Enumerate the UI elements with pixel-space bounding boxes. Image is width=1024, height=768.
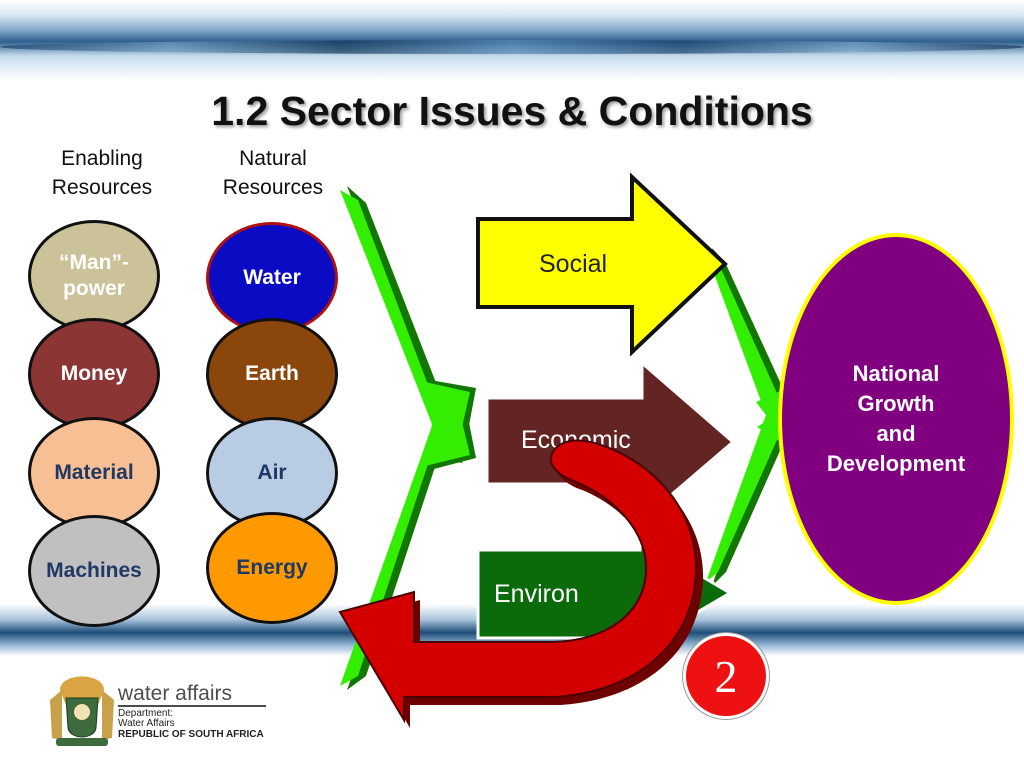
sector-label-social: Social [539, 250, 608, 278]
footer-department-label: Department: [118, 708, 174, 719]
coat-of-arms-icon [50, 676, 114, 746]
resource-money: Money [28, 318, 160, 430]
water-banner-top [0, 0, 1024, 80]
sector-label-environ: Environ [494, 580, 579, 608]
footer-department-name: Water Affairs [118, 718, 175, 729]
footer-divider [118, 705, 266, 707]
sector-arrow-social [476, 172, 728, 357]
footer-country: REPUBLIC OF SOUTH AFRICA [118, 729, 264, 740]
national-growth-outcome: National Growth and Development [778, 233, 1014, 605]
enabling-resources-heading: Enabling Resources [51, 147, 153, 199]
resource-energy: Energy [206, 512, 338, 624]
resource-machines: Machines [28, 515, 160, 627]
resource-water: Water [206, 222, 338, 334]
green-flow-arrow-right-bottom [706, 382, 800, 582]
natural-resources-heading: Natural Resources [222, 147, 324, 199]
footer-brand: water affairs [118, 682, 232, 705]
slide-number-badge: 2 [683, 633, 769, 719]
sector-arrow-economic [485, 359, 736, 524]
slide-title: 1.2 Sector Issues & Conditions [211, 88, 813, 134]
red-cycle-arrow [338, 439, 698, 724]
resource-material: Material [28, 417, 160, 529]
resource-air: Air [206, 417, 338, 529]
